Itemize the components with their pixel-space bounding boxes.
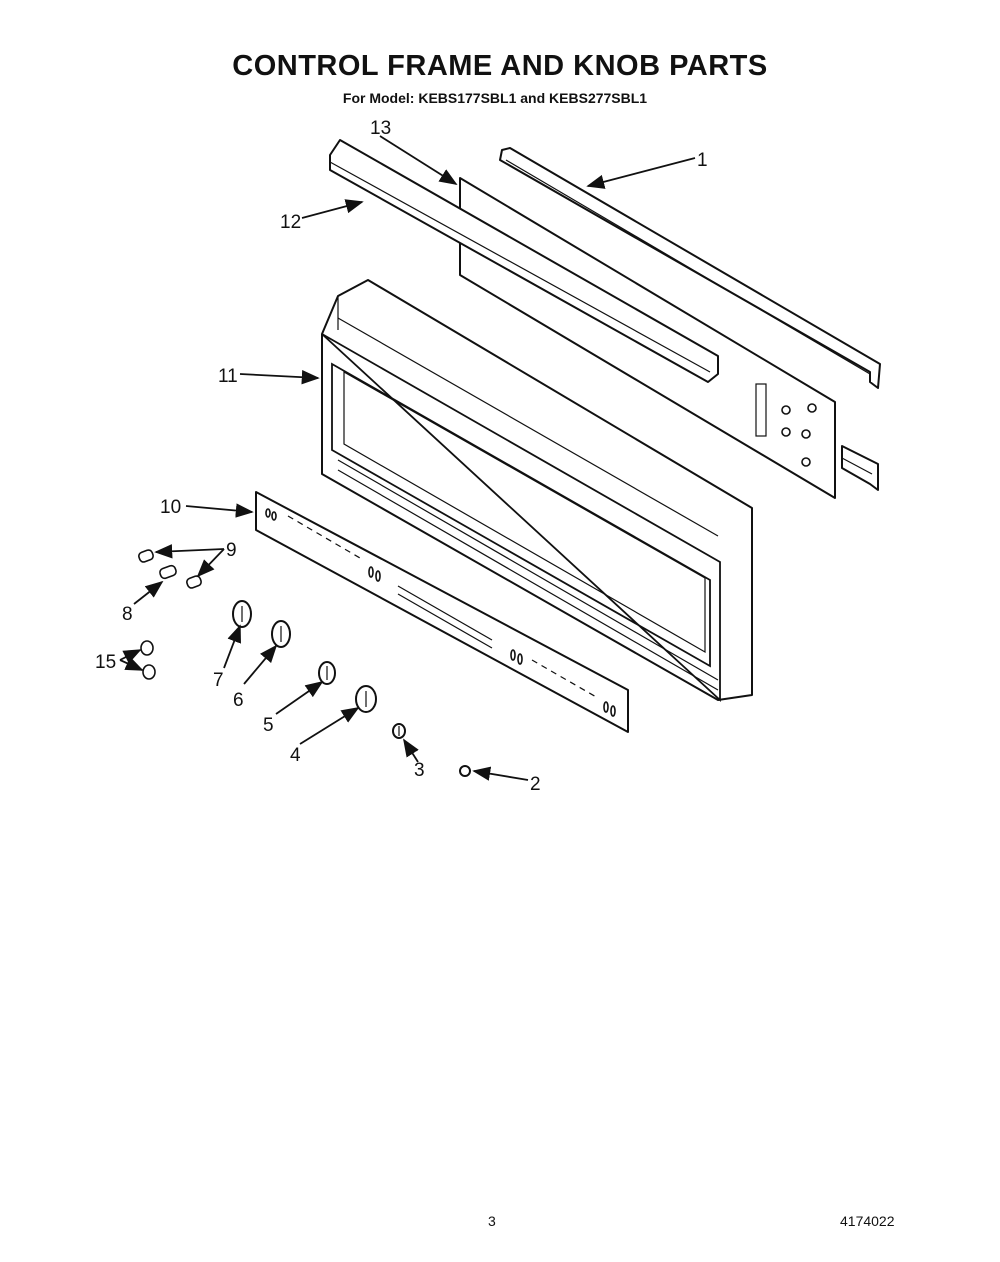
part-3-knob	[392, 723, 406, 739]
callout-2: 2	[530, 774, 541, 795]
part-2-knob	[459, 765, 471, 777]
model-subtitle: For Model: KEBS177SBL1 and KEBS277SBL1	[342, 90, 648, 106]
part-9-clips	[138, 549, 202, 589]
callout-4: 4	[290, 745, 301, 766]
callout-8: 8	[122, 604, 133, 625]
callout-9: 9	[226, 540, 237, 561]
part-4-knob	[355, 685, 377, 713]
callout-7: 7	[213, 670, 224, 691]
part-12-upper-trim-strip	[329, 139, 719, 383]
callout-12: 12	[280, 212, 301, 233]
document-number: 4174022	[840, 1213, 895, 1229]
leader-lines	[119, 135, 696, 781]
callout-11: 11	[218, 366, 238, 387]
part-7-knob	[232, 600, 252, 628]
callout-15: 15	[95, 652, 116, 673]
part-11-control-frame	[321, 279, 753, 703]
part-5-knob	[318, 661, 336, 685]
callout-13: 13	[370, 118, 391, 139]
part-1-rear-trim-strip	[499, 147, 881, 491]
callout-1: 1	[697, 150, 708, 171]
callout-labels: 1 2 3 4 5 6 7 8 9 10 11 12 13 15	[95, 118, 708, 795]
page-number: 3	[488, 1213, 496, 1229]
page-title: CONTROL FRAME AND KNOB PARTS	[232, 50, 768, 82]
part-6-knob	[271, 620, 291, 648]
part-10-mounting-bracket	[255, 491, 629, 733]
callout-6: 6	[233, 690, 244, 711]
callout-3: 3	[414, 760, 425, 781]
part-15-buttons	[140, 640, 156, 680]
callout-5: 5	[263, 715, 274, 736]
callout-10: 10	[160, 497, 181, 518]
